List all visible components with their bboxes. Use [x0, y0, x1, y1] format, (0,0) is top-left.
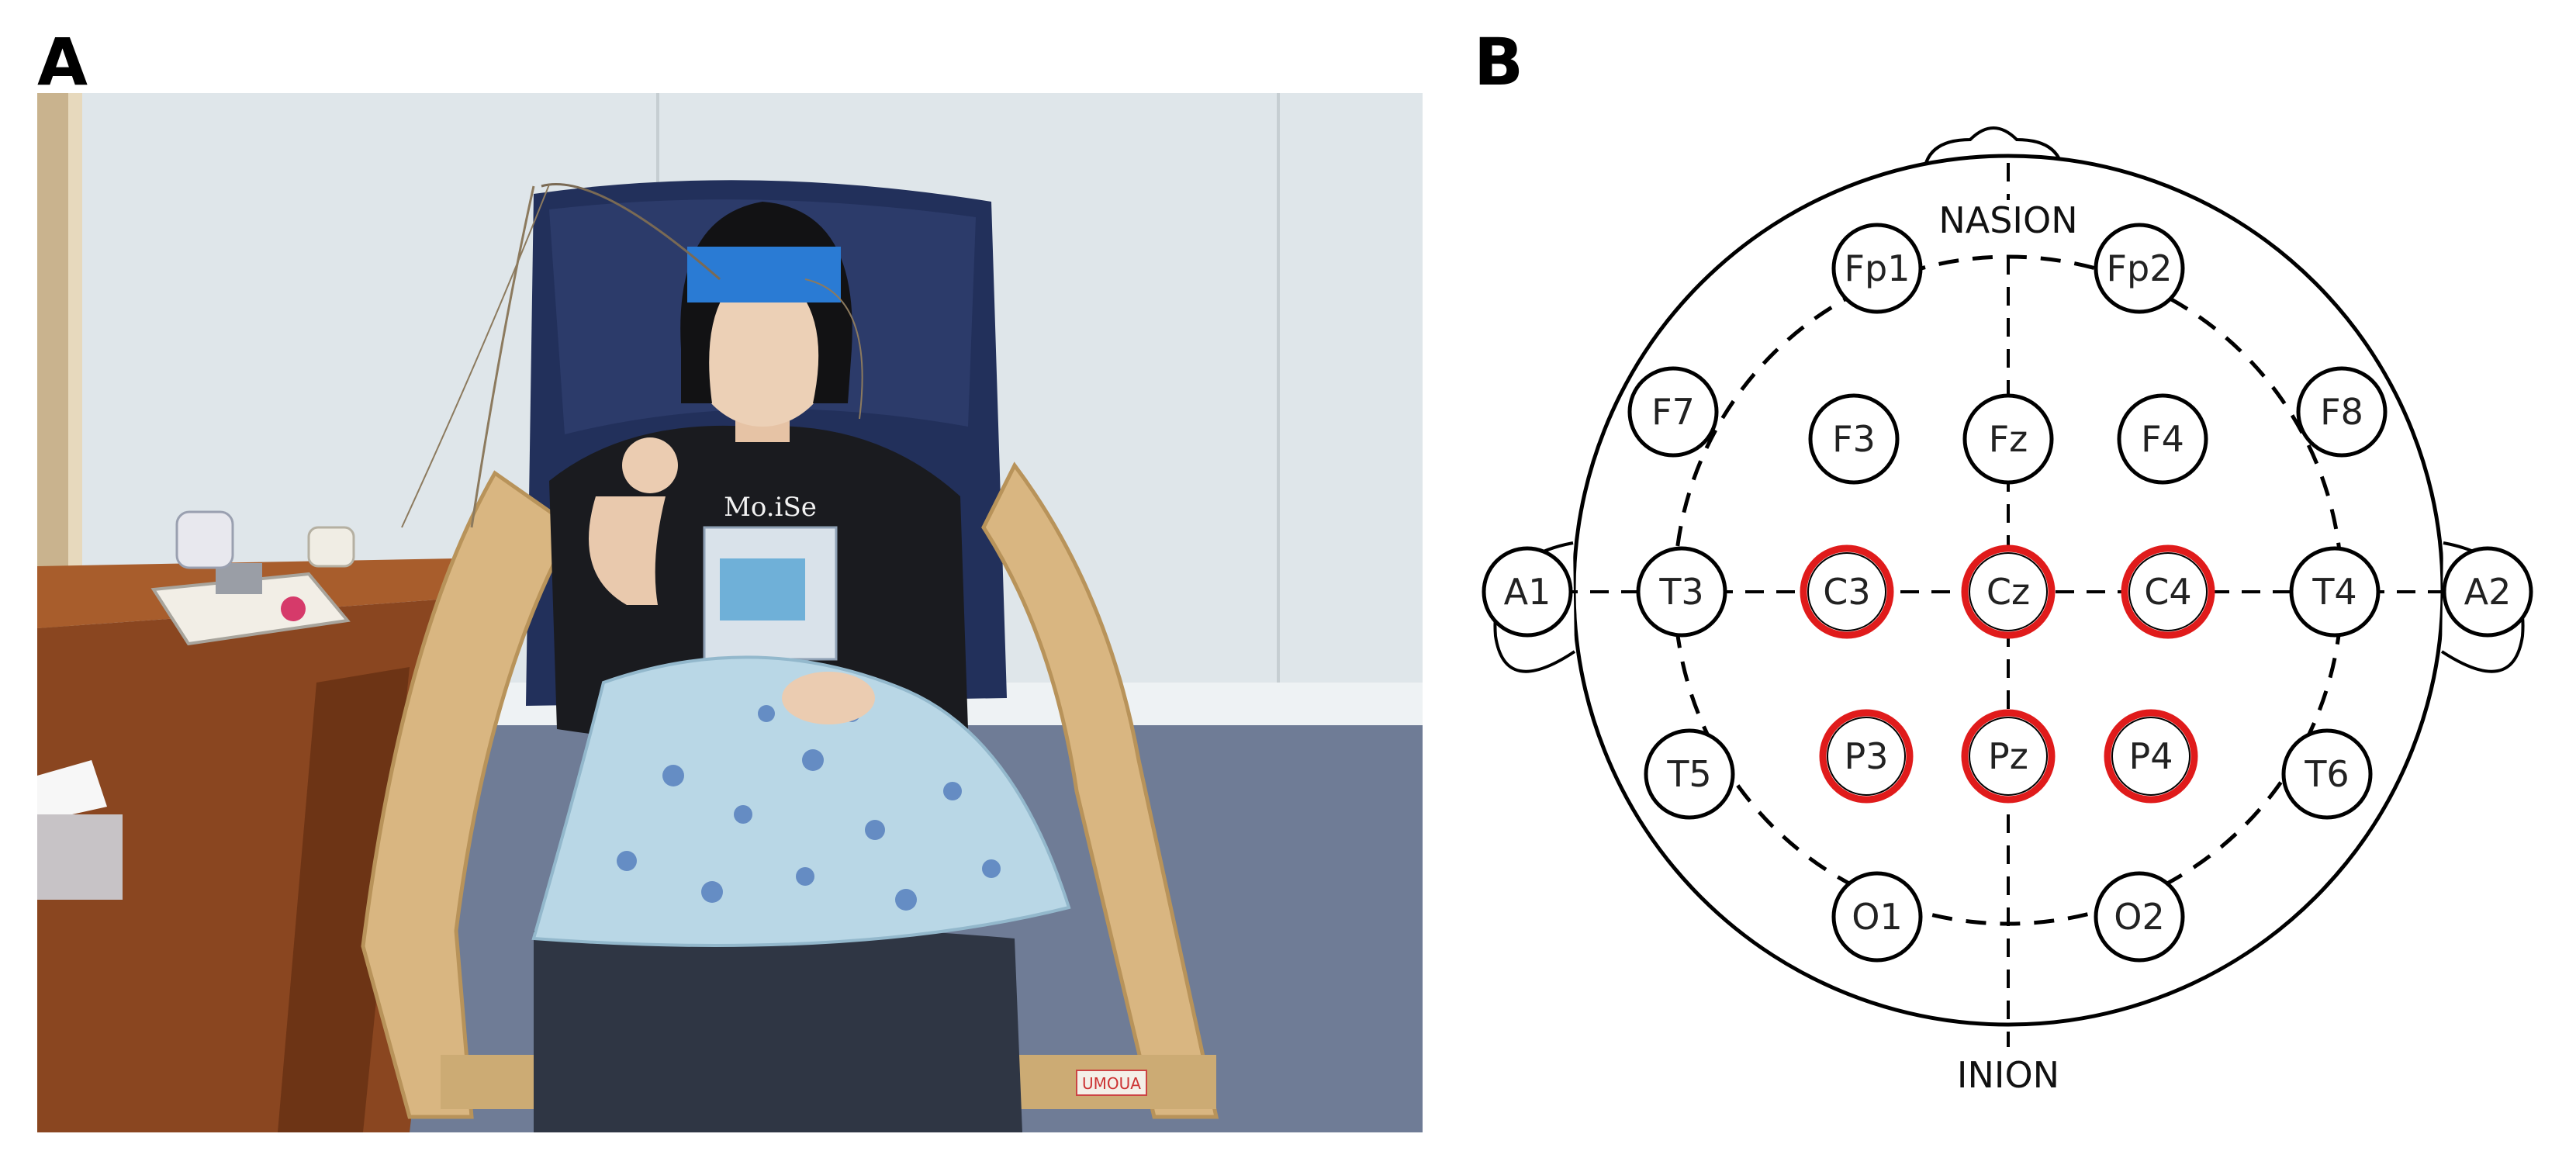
electrode-cz: Cz: [1961, 544, 2056, 639]
electrode-label: Fp2: [2107, 247, 2173, 289]
electrode-circle: [2289, 546, 2381, 638]
subject-photo: UMOUA Mo.iSe: [37, 93, 1423, 1132]
electrode-label: C3: [1823, 571, 1870, 613]
electrode-circle: [2104, 709, 2198, 804]
electrode-label: F3: [1832, 418, 1876, 460]
shirt-print-text: Mo.iSe: [724, 492, 817, 523]
electrode-c3: C3: [1800, 544, 1894, 639]
electrode-o1: O1: [1831, 871, 1923, 963]
electrode-circle: [1831, 871, 1923, 963]
electrode-label: F7: [1651, 391, 1695, 433]
electrode-circle: [1627, 366, 1719, 458]
electrode-fp1: Fp1: [1831, 223, 1923, 314]
electrode-label: A2: [2464, 571, 2512, 613]
electrode-label: P4: [2128, 735, 2173, 777]
electrode-label: O2: [2114, 896, 2164, 938]
electrode-circle: [1644, 728, 1735, 820]
electrode-circle: [2094, 223, 2185, 314]
electrode-circle: [1961, 544, 2056, 639]
electrode-t6: T6: [2281, 728, 2373, 820]
electrode-inner-ring: [1827, 717, 1906, 796]
electrode-label: Cz: [1986, 571, 2030, 613]
electrode-label: Pz: [1988, 735, 2028, 777]
electrode-label: Fp1: [1845, 247, 1910, 289]
electrode-f7: F7: [1627, 366, 1719, 458]
electrode-label: T4: [2311, 571, 2356, 613]
electrode-circle: [1819, 709, 1914, 804]
electrode-pz: Pz: [1961, 709, 2056, 804]
electrode-f3: F3: [1808, 393, 1900, 485]
electrode-inner-ring: [1969, 717, 2048, 796]
electrode-inner-ring: [1969, 552, 2048, 631]
chair-tag-text: UMOUA: [1082, 1074, 1141, 1093]
electrode-t3: T3: [1636, 546, 1727, 638]
electrode-t5: T5: [1644, 728, 1735, 820]
electrode-circle: [1831, 223, 1923, 314]
electrode-label: C4: [2144, 571, 2191, 613]
electrode-label: T3: [1658, 571, 1703, 613]
electrode-circle: [1962, 393, 2054, 485]
electrode-f8: F8: [2296, 366, 2388, 458]
electrode-circle: [2296, 366, 2388, 458]
electrode-c4: C4: [2121, 544, 2215, 639]
electrode-inner-ring: [2111, 717, 2190, 796]
face-blur-box: [687, 247, 841, 302]
electrode-o2: O2: [2094, 871, 2185, 963]
electrode-label: F8: [2320, 391, 2363, 433]
electrode-label: T5: [1666, 753, 1711, 795]
electrode-inner-ring: [2128, 552, 2208, 631]
panel-label-a: A: [37, 24, 88, 100]
inion-label: INION: [1957, 1054, 2059, 1096]
electrode-circle: [2094, 871, 2185, 963]
electrode-f4: F4: [2117, 393, 2208, 485]
electrode-circle: [2117, 393, 2208, 485]
electrode-label: T6: [2304, 753, 2349, 795]
electrode-inner-ring: [1807, 552, 1886, 631]
electrode-circle: [1961, 709, 2056, 804]
electrode-label: A1: [1504, 571, 1551, 613]
electrode-circle: [1808, 393, 1900, 485]
electrode-circle: [2121, 544, 2215, 639]
electrode-fp2: Fp2: [2094, 223, 2185, 314]
electrode-circle: [2281, 728, 2373, 820]
electrode-label: P3: [1844, 735, 1888, 777]
electrode-p4: P4: [2104, 709, 2198, 804]
electrode-circle: [2442, 546, 2533, 638]
electrode-fz: Fz: [1962, 393, 2054, 485]
electrode-a2: A2: [2442, 546, 2533, 638]
electrode-circle: [1636, 546, 1727, 638]
electrode-a1: A1: [1482, 546, 1573, 638]
electrode-label: O1: [1852, 896, 1902, 938]
electrode-t4: T4: [2289, 546, 2381, 638]
electrode-label: Fz: [1989, 418, 2028, 460]
nasion-label: NASION: [1938, 199, 2077, 241]
electrode-p3: P3: [1819, 709, 1914, 804]
panel-label-b: B: [1474, 24, 1524, 100]
electrode-circle: [1482, 546, 1573, 638]
electrode-circle: [1800, 544, 1894, 639]
electrode-label: F4: [2141, 418, 2184, 460]
